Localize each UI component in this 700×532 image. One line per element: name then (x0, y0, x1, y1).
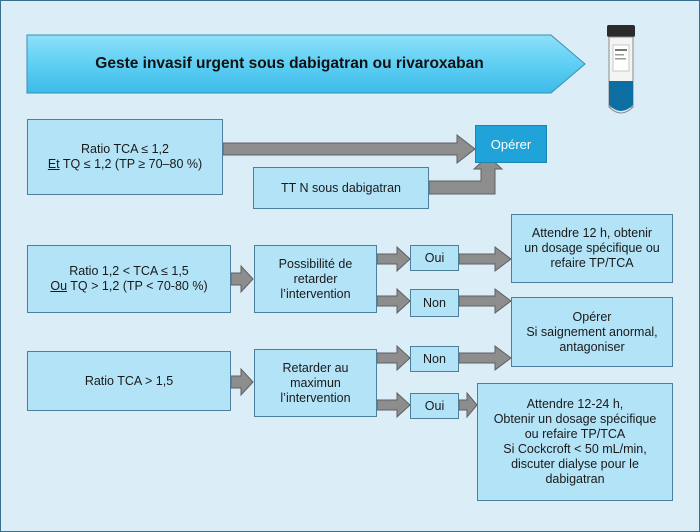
condition-line-2: Ou TQ > 1,2 (TP < 70-80 %) (50, 279, 208, 293)
tt-n-dabigatran-box: TT N sous dabigatran (253, 167, 429, 209)
arrow-retarder-to-oui (376, 391, 411, 419)
condition-line-1: Ratio TCA ≤ 1,2 (81, 142, 169, 156)
arrow-non-to-operer (458, 288, 512, 314)
attendre-12h-box: Attendre 12 h, obtenir un dosage spécifi… (511, 214, 673, 283)
box-line-2: Si saignement anormal, (526, 324, 658, 339)
possibilite-retarder-box: Possibilité de retarder l’intervention (254, 245, 377, 313)
operer-saignement-box: Opérer Si saignement anormal, antagonise… (511, 297, 673, 367)
retarder-maximum-box: Retarder au maximun l’intervention (254, 349, 377, 417)
box-line-4: Si Cockcroft < 50 mL/min, (503, 442, 647, 456)
box-line-1: Opérer (572, 309, 612, 324)
condition-ratio-tca-gt-1-5: Ratio TCA > 1,5 (27, 351, 231, 411)
title-banner-shape (26, 34, 586, 94)
non-box-1: Non (410, 289, 459, 317)
arrow-possibilite-to-oui (376, 245, 411, 273)
arrow-retarder-to-non (376, 344, 411, 372)
condition-line-1: Ratio 1,2 < TCA ≤ 1,5 (69, 264, 189, 278)
condition-ratio-tca-1-2-to-1-5: Ratio 1,2 < TCA ≤ 1,5 Ou TQ > 1,2 (TP < … (27, 245, 231, 313)
box-line-2: un dosage spécifique ou (524, 241, 660, 255)
condition-ratio-tca-le-1-2: Ratio TCA ≤ 1,2 Et TQ ≤ 1,2 (TP ≥ 70–80 … (27, 119, 223, 195)
condition-line-2: Et TQ ≤ 1,2 (TP ≥ 70–80 %) (47, 157, 203, 171)
box-line-1: Retarder au (282, 360, 349, 375)
box-line-3: l’intervention (280, 286, 351, 301)
box-line-1: Attendre 12 h, obtenir (531, 226, 653, 240)
diagram-title: Geste invasif urgent sous dabigatran ou … (95, 55, 484, 72)
box-line-3: antagoniser (559, 339, 625, 354)
box-line-3: refaire TP/TCA (550, 256, 634, 270)
arrow-possibilite-to-non (376, 287, 411, 315)
box-line-2: retarder (293, 271, 338, 286)
arrow-oui2-to-attendre1224 (458, 391, 478, 419)
arrow-cond1-to-operer (222, 133, 476, 165)
attendre-12-24h-box: Attendre 12-24 h, Obtenir un dosage spéc… (477, 383, 673, 501)
arrow-cond2-to-possibilite (230, 264, 254, 294)
oui-box-2: Oui (410, 393, 459, 419)
arrow-oui-to-attendre12 (458, 246, 512, 272)
box-line-6: dabigatran (545, 472, 605, 486)
box-line-3: l’intervention (280, 390, 351, 405)
test-tube-icon (607, 25, 635, 114)
arrow-cond3-to-retarder (230, 367, 254, 397)
operer-box: Opérer (475, 125, 547, 163)
box-line-3: ou refaire TP/TCA (524, 427, 626, 441)
box-line-1: Attendre 12-24 h, (526, 397, 624, 411)
oui-box-1: Oui (410, 245, 459, 271)
box-line-2: Obtenir un dosage spécifique (493, 412, 657, 426)
arrow-non2-to-operer (458, 345, 512, 371)
box-line-2: maximun (290, 375, 341, 390)
box-line-5: discuter dialyse pour le (511, 457, 639, 471)
box-line-1: Possibilité de (278, 256, 353, 271)
non-box-2: Non (410, 346, 459, 372)
